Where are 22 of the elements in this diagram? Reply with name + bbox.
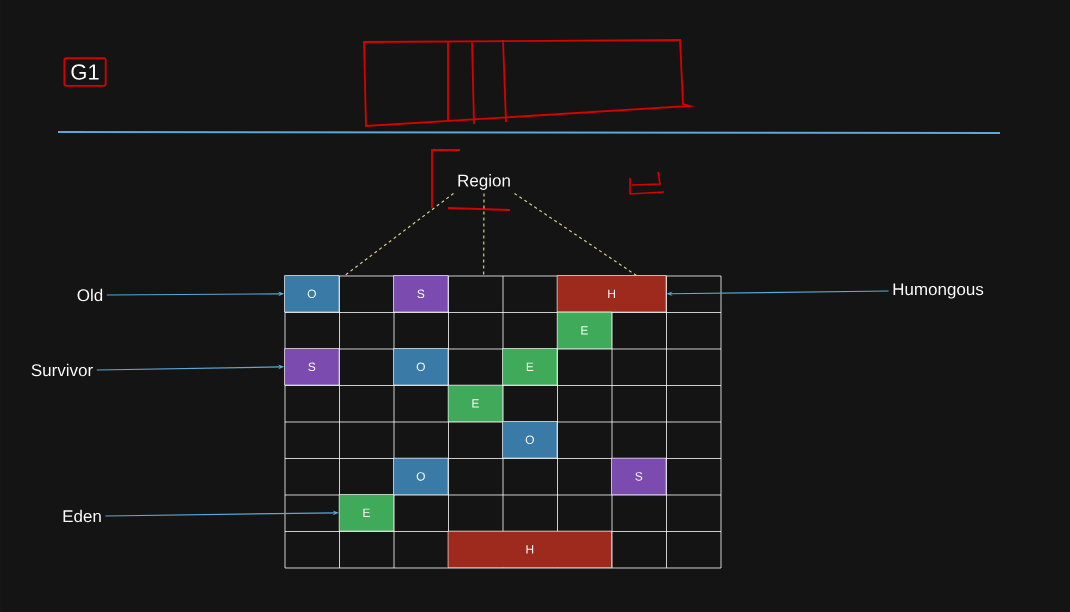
region-cell: O	[284, 275, 340, 313]
region-cell: E	[447, 384, 503, 422]
label-text: Old	[77, 288, 103, 302]
title-box: G1	[63, 57, 107, 87]
label-text: Region	[458, 174, 510, 190]
region-cell: O	[393, 348, 449, 386]
region-cell: O	[393, 457, 449, 495]
region-cell: O	[502, 421, 558, 459]
leader-line	[344, 192, 455, 277]
region-cell: S	[611, 457, 667, 495]
label-text: Survivor	[31, 363, 93, 377]
region-cell: H	[556, 275, 667, 313]
label-text: Eden	[63, 509, 101, 523]
region-cell: E	[502, 348, 558, 386]
region-cell: E	[556, 311, 612, 349]
leader-line	[513, 192, 638, 277]
region-cell: S	[393, 275, 449, 313]
region-cell: S	[284, 348, 340, 386]
region-cell: E	[338, 494, 394, 532]
region-cell: H	[447, 530, 612, 568]
leader-line	[483, 192, 485, 277]
label-text: Humongous	[893, 283, 984, 299]
